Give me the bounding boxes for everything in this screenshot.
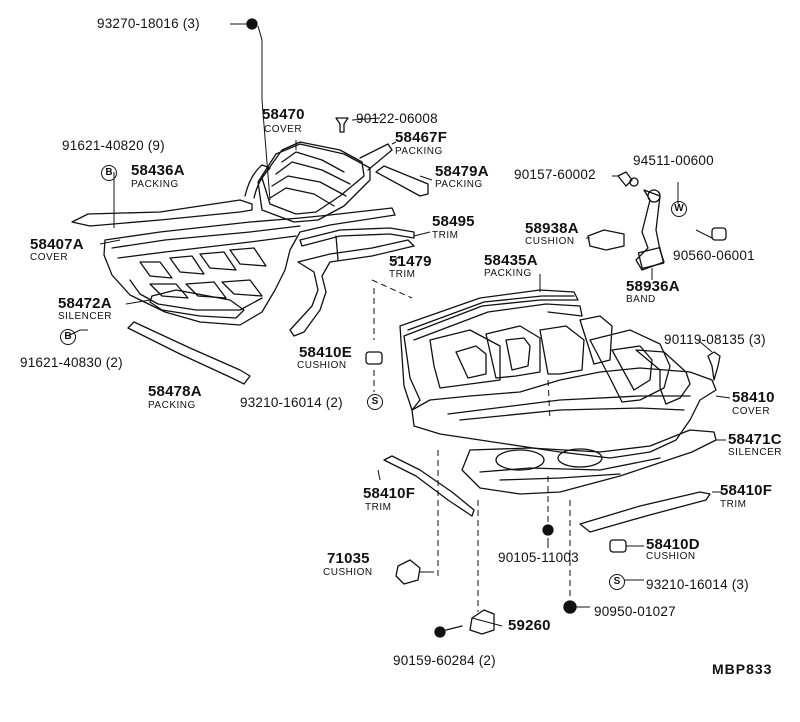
packing-58478a-shape — [127, 321, 251, 385]
band-58936a-shape — [635, 189, 665, 271]
trim-51479-shape — [289, 239, 415, 337]
callout-58471c-desc: SILENCER — [728, 447, 783, 458]
callout-90159-60284: 90159-60284 (2) — [393, 653, 496, 668]
callout-58407a: 58407A — [30, 236, 84, 253]
trim-58410f-right-shape — [579, 491, 711, 533]
callout-58436a: 58436A — [131, 162, 185, 179]
callout-58410f-right-desc: TRIM — [720, 499, 747, 510]
callout-58410-desc: COVER — [732, 406, 771, 417]
cushion-58938a-shape — [587, 229, 625, 251]
callout-58495: 58495 — [432, 213, 475, 230]
callout-93210-16014-b: 93210-16014 (3) — [646, 577, 749, 592]
callout-93210-16014-a: 93210-16014 (2) — [240, 395, 343, 410]
silencer-58471c-shape — [461, 429, 717, 495]
callout-58471c: 58471C — [728, 431, 782, 448]
callout-58470-desc: COVER — [264, 124, 303, 135]
callout-58938a-desc: CUSHION — [525, 236, 575, 247]
cover-58407a-shape — [103, 207, 396, 326]
callout-58467f-desc: PACKING — [395, 146, 443, 157]
callout-90105-11003: 90105-11003 — [498, 550, 579, 565]
callout-58472a-desc: SILENCER — [58, 311, 113, 322]
callout-91621-40830: 91621-40830 (2) — [20, 355, 123, 370]
marker-s-badge-right: S — [609, 574, 625, 590]
callout-59260: 59260 — [508, 617, 551, 634]
trim-58495-shape — [299, 227, 415, 247]
callout-58478a-desc: PACKING — [148, 400, 196, 411]
callout-58435a: 58435A — [484, 252, 538, 269]
callout-90122-06008: 90122-06008 — [356, 111, 438, 126]
callout-90950-01027: 90950-01027 — [594, 604, 676, 619]
cover-58470-shape — [261, 141, 365, 215]
callout-58410f-left-desc: TRIM — [365, 502, 392, 513]
callout-58470: 58470 — [262, 106, 305, 123]
packing-58467f-shape — [257, 143, 371, 223]
callout-58478a: 58478A — [148, 383, 202, 400]
packing-58479a-shape — [375, 165, 429, 197]
trim-58410f-left-shape — [383, 455, 475, 517]
callout-91621-40820: 91621-40820 (9) — [62, 138, 165, 153]
callout-58495-desc: TRIM — [432, 230, 459, 241]
callout-51479-desc: TRIM — [389, 269, 416, 280]
callout-90119-08135: 90119-08135 (3) — [664, 332, 766, 347]
callout-58936a-desc: BAND — [626, 294, 656, 305]
diagram-reference-code: MBP833 — [712, 661, 773, 677]
callout-58407a-desc: COVER — [30, 252, 69, 263]
callout-58410d: 58410D — [646, 536, 700, 553]
silencer-58472a-shape — [149, 289, 245, 319]
callout-58436a-desc: PACKING — [131, 179, 179, 190]
callout-90157-60002: 90157-60002 — [514, 167, 596, 182]
callout-58936a: 58936A — [626, 278, 680, 295]
callout-58410e-desc: CUSHION — [297, 360, 347, 371]
callout-58467f: 58467F — [395, 129, 448, 146]
marker-b-badge-lower: B — [60, 329, 76, 345]
callout-58410d-desc: CUSHION — [646, 551, 696, 562]
marker-w-badge: W — [671, 201, 687, 217]
callout-51479: 51479 — [389, 253, 432, 270]
callout-71035-desc: CUSHION — [323, 567, 373, 578]
callout-58479a-desc: PACKING — [435, 179, 483, 190]
callout-58410f-left: 58410F — [363, 485, 416, 502]
callout-58938a: 58938A — [525, 220, 579, 237]
packing-58436a-shape — [71, 199, 253, 227]
callout-71035: 71035 — [327, 550, 370, 567]
callout-58435a-desc: PACKING — [484, 268, 532, 279]
callout-58479a: 58479A — [435, 163, 489, 180]
callout-58410e: 58410E — [299, 344, 352, 361]
callout-93270-18016: 93270-18016 (3) — [97, 16, 200, 31]
callout-58410: 58410 — [732, 389, 775, 406]
cover-58410-shape — [411, 367, 717, 459]
marker-b-badge-upper: B — [101, 165, 117, 181]
marker-s-badge-left: S — [367, 394, 383, 410]
callout-90560-06001: 90560-06001 — [673, 248, 755, 263]
callout-58410f-right: 58410F — [720, 482, 773, 499]
callout-94511-00600: 94511-00600 — [633, 153, 714, 168]
callout-58472a: 58472A — [58, 295, 112, 312]
